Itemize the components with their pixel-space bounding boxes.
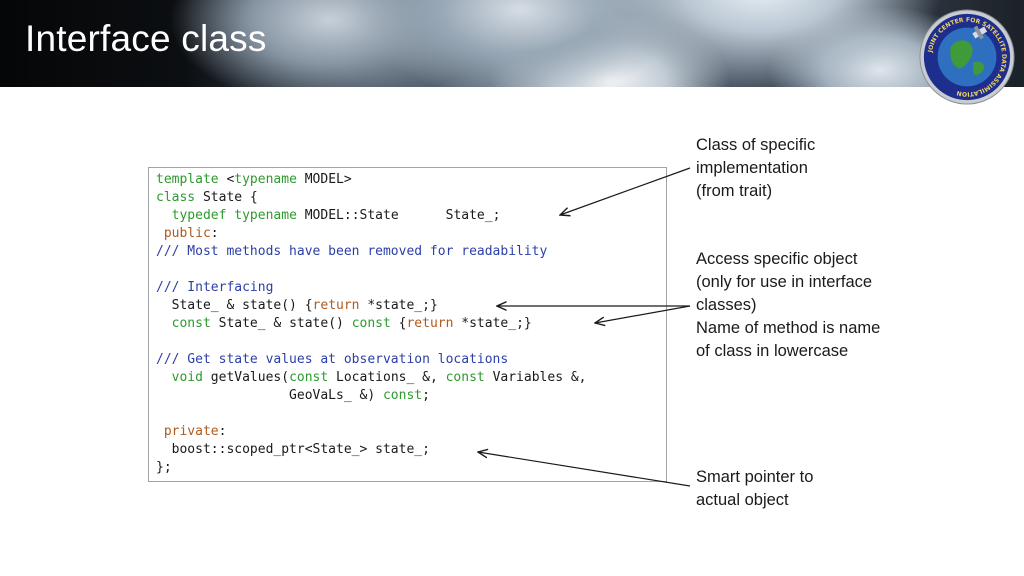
code-token: Locations_ &, <box>328 370 446 385</box>
code-token: State_ & state() <box>210 316 352 331</box>
annotation-line: Smart pointer to <box>696 468 814 486</box>
code-token: State { <box>195 190 258 205</box>
code-line: const State_ & state() const {return *st… <box>156 316 532 331</box>
code-token: const <box>351 316 391 331</box>
slide-title: Interface class <box>25 18 267 59</box>
annotation-access: Access specific object (only for use in i… <box>696 248 880 363</box>
code-line: boost::scoped_ptr<State_> state_; <box>156 442 430 457</box>
annotation-line: (from trait) <box>696 182 773 200</box>
code-token: : <box>218 424 227 439</box>
annotation-line: of class in lowercase <box>696 342 849 360</box>
code-token: private <box>163 424 219 439</box>
header-banner: Interface class JOINT CENTER FOR SATELLI… <box>0 0 1024 105</box>
code-line: private: <box>156 424 227 439</box>
code-token: return <box>406 316 454 331</box>
annotation-line: Access specific object <box>696 250 858 268</box>
code-token: const <box>171 316 211 331</box>
code-line: class State { <box>156 190 258 205</box>
code-token: : <box>210 226 219 241</box>
code-token: /// Most methods have been removed for r… <box>156 244 548 259</box>
code-token <box>156 370 172 385</box>
code-line: /// Interfacing <box>156 280 273 295</box>
code-line: template <typename MODEL> <box>156 172 352 187</box>
annotation-line: classes) <box>696 296 757 314</box>
code-token: { <box>390 316 407 331</box>
code-token: < <box>218 172 235 187</box>
code-token: MODEL::State State_; <box>296 208 501 223</box>
annotation-trait: Class of specific implementation (from tra… <box>696 134 815 203</box>
annotation-line: implementation <box>696 159 808 177</box>
code-token: typedef <box>171 208 227 223</box>
code-line: GeoVaLs_ &) const; <box>156 388 430 403</box>
code-token <box>156 208 172 223</box>
annotation-pointer: Smart pointer to actual object <box>696 466 813 512</box>
code-line: /// Most methods have been removed for r… <box>156 244 547 259</box>
code-token: template <box>156 172 219 187</box>
annotation-line: (only for use in interface <box>696 273 873 291</box>
code-token <box>156 316 172 331</box>
code-token: /// Interfacing <box>156 280 274 295</box>
code-token: getValues( <box>202 370 290 385</box>
code-token: State_ & state() { <box>156 298 313 313</box>
annotation-line: actual object <box>696 491 789 509</box>
code-token: *state_;} <box>453 316 532 331</box>
code-line: public: <box>156 226 219 241</box>
code-token: Variables &, <box>484 370 587 385</box>
code-snippet: template <typename MODEL> class State { … <box>156 171 587 477</box>
code-box <box>148 167 667 482</box>
code-token <box>156 424 164 439</box>
code-token <box>156 226 164 241</box>
code-token: return <box>312 298 360 313</box>
code-token: typename <box>234 208 297 223</box>
code-token: const <box>289 370 329 385</box>
code-token: *state_;} <box>359 298 438 313</box>
code-token: }; <box>156 460 172 475</box>
code-token: ; <box>422 388 430 403</box>
code-token: boost::scoped_ptr<State_> state_; <box>156 442 430 457</box>
code-token: public <box>163 226 211 241</box>
annotation-line: Name of method is name <box>696 319 881 337</box>
code-token: class <box>156 190 196 205</box>
code-line: typedef typename MODEL::State State_; <box>156 208 501 223</box>
code-line: }; <box>156 460 172 475</box>
code-line: State_ & state() {return *state_;} <box>156 298 438 313</box>
code-line: /// Get state values at observation loca… <box>156 352 508 367</box>
annotation-line: Class of specific <box>696 136 816 154</box>
code-token: const <box>445 370 485 385</box>
jcsda-logo: JOINT CENTER FOR SATELLITE DATA ASSIMILA… <box>919 9 1015 105</box>
code-token: typename <box>234 172 297 187</box>
code-token: MODEL> <box>296 172 352 187</box>
code-token: const <box>382 388 423 403</box>
code-token: GeoVaLs_ &) <box>156 388 383 403</box>
code-token: /// Get state values at observation loca… <box>156 352 509 367</box>
code-token: void <box>171 370 203 385</box>
code-line: void getValues(const Locations_ &, const… <box>156 370 587 385</box>
